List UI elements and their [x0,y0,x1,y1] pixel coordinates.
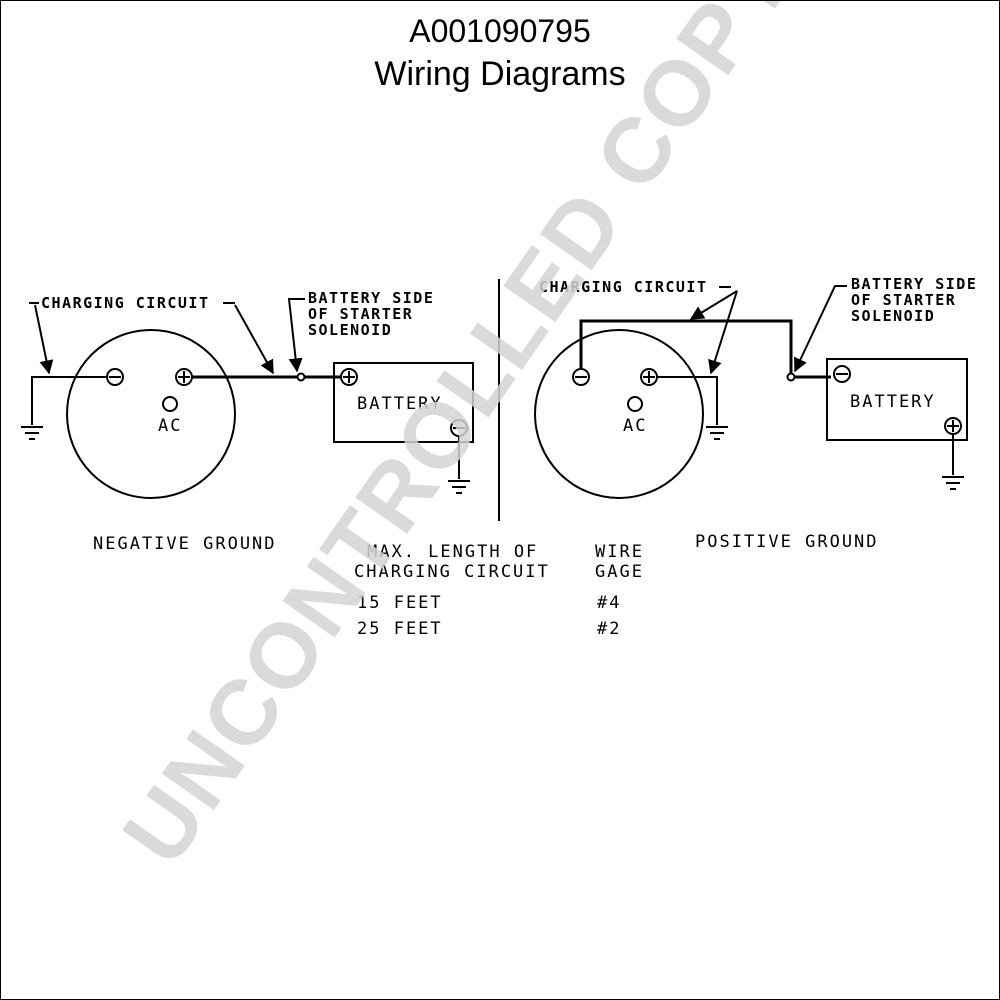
ground-wire [657,376,718,425]
solenoid-arrow [287,298,305,373]
table-header-gage-line2: GAGE [595,562,644,582]
battery-positive-terminal-icon [944,417,962,435]
alternator-positive-terminal-icon [175,368,193,386]
table-header-length-line2: CHARGING CIRCUIT [354,562,550,582]
charging-wire [579,319,831,379]
battery-negative-terminal-icon [833,365,851,383]
solenoid-label-line1: BATTERY SIDE [308,289,434,307]
table-row-length: 25 FEET [357,619,443,639]
positive-ground-diagram: AC BATTERY [534,275,977,552]
battery-positive-terminal-icon [340,368,358,386]
battery-ground-symbol-icon [942,476,964,490]
alternator-circle [534,329,704,499]
battery-box [333,362,474,443]
alternator-negative-terminal-icon [572,368,590,386]
alternator-circle [66,329,236,499]
charging-circuit-arrow-right [234,304,274,375]
solenoid-junction-icon [786,372,796,382]
solenoid-junction-icon [296,372,306,382]
charging-circuit-arrow-2 [708,290,738,375]
charging-circuit-label: CHARGING CIRCUIT [539,278,708,296]
battery-box [826,358,968,441]
negative-ground-diagram: AC BATTERY [21,289,474,554]
table-row-gage: #2 [597,619,621,639]
table-row-length: 15 FEET [357,593,443,613]
ground-symbol-icon [21,426,43,440]
solenoid-label-line2: OF STARTER [308,305,413,323]
battery-ground-symbol-icon [448,480,470,494]
positive-ground-caption: POSITIVE GROUND [695,532,879,552]
alternator-positive-terminal-icon [640,368,658,386]
ground-symbol-icon [706,426,728,440]
battery-label: BATTERY [357,394,443,414]
table-header-length-line1: MAX. LENGTH OF [367,542,538,562]
ground-wire [31,376,107,425]
alternator-negative-terminal-icon [106,368,124,386]
solenoid-label-line1: BATTERY SIDE [851,275,977,293]
table-header-gage-line1: WIRE [595,542,644,562]
solenoid-label-line3: SOLENOID [851,307,935,325]
ac-terminal-icon [627,396,643,412]
ac-terminal-label: AC [623,416,647,436]
solenoid-arrow [794,285,847,373]
ac-terminal-label: AC [158,416,182,436]
table-row-gage: #4 [597,593,621,613]
document-id: A001090795 [409,13,591,49]
uncontrolled-copy-watermark: UNCONTROLLED COPY [104,1,814,882]
negative-ground-caption: NEGATIVE GROUND [93,534,277,554]
wire-gage-table: MAX. LENGTH OF CHARGING CIRCUIT WIRE GAG… [354,542,644,639]
ac-terminal-icon [162,396,178,412]
document-title: Wiring Diagrams [374,55,626,93]
solenoid-label-line3: SOLENOID [308,321,392,339]
charging-circuit-arrow-left [34,304,54,375]
charging-circuit-label: CHARGING CIRCUIT [41,294,210,312]
solenoid-label-line2: OF STARTER [851,291,956,309]
battery-label: BATTERY [850,392,936,412]
charging-circuit-arrow-1 [689,290,738,320]
